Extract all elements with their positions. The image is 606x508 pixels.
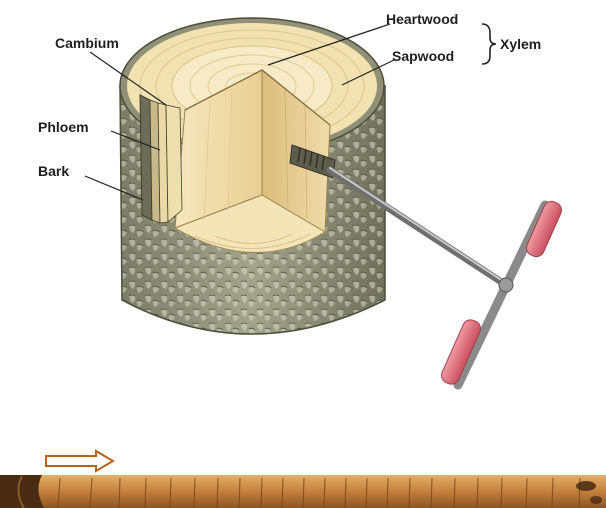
borer-handle: [439, 199, 564, 387]
label-cambium: Cambium: [55, 35, 119, 51]
label-heartwood: Heartwood: [386, 11, 458, 27]
bark-layers: [140, 95, 182, 223]
xylem-brace: [482, 24, 496, 64]
right-arrow-icon: [46, 451, 113, 471]
label-bark: Bark: [38, 163, 69, 179]
label-sapwood: Sapwood: [392, 48, 454, 64]
label-phloem: Phloem: [38, 119, 89, 135]
label-xylem: Xylem: [500, 36, 541, 52]
core-sample-strip: [0, 475, 606, 508]
